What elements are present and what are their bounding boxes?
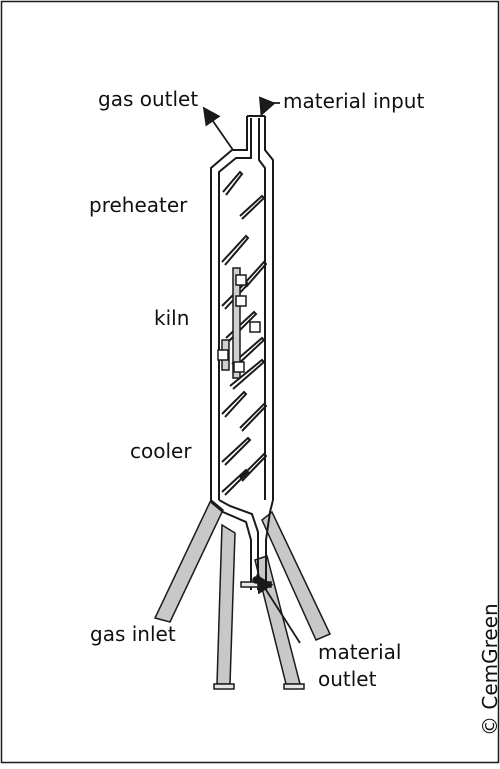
material-input-arrow (258, 96, 280, 117)
leg-left-inner (216, 523, 236, 685)
discharge-chute-right (265, 499, 274, 590)
internal-baffles (221, 170, 268, 496)
label-material-input: material input (283, 89, 425, 113)
burner-port (249, 321, 261, 333)
burner-tube (232, 267, 241, 379)
leg-left-outer (153, 498, 224, 623)
outlet-wheel (252, 576, 260, 584)
burner-port (235, 274, 247, 286)
baffle (231, 336, 266, 368)
baffle (221, 234, 250, 266)
kiln-zone-burners (217, 267, 261, 379)
shaft-inner-right-wall (258, 118, 266, 500)
baffle (221, 468, 250, 496)
foot-plates (213, 683, 305, 690)
burner-port (217, 349, 229, 361)
support-legs (153, 498, 332, 685)
baffle (243, 260, 268, 288)
baffle (229, 358, 266, 390)
discharge-funnel (210, 501, 252, 590)
label-kiln: kiln (154, 306, 190, 330)
burner-port (235, 295, 247, 307)
label-material-outlet-line2: outlet (318, 667, 377, 691)
label-gas-outlet: gas outlet (98, 87, 199, 111)
gas-outlet-arrow (202, 106, 234, 151)
baffle (239, 452, 268, 482)
shaft-body (210, 115, 274, 590)
baffle (222, 170, 244, 196)
foot-plate-right (283, 683, 305, 690)
baffle (239, 402, 268, 432)
label-cooler: cooler (130, 439, 192, 463)
label-material-outlet-line1: material (318, 640, 402, 664)
label-gas-inlet: gas inlet (90, 622, 176, 646)
material-outlet-arrow (256, 574, 301, 644)
shaft-inner-left-wall (218, 118, 252, 500)
baffle (239, 194, 266, 220)
baffle (221, 390, 248, 418)
shaft-outer-right-wall (264, 116, 274, 500)
label-preheater: preheater (89, 193, 188, 217)
foot-plate-left (213, 683, 235, 690)
baffle (221, 436, 252, 466)
burner-port (233, 361, 245, 373)
discharge-funnel-inner (218, 499, 259, 590)
copyright-credit: © CemGreen (478, 603, 500, 736)
